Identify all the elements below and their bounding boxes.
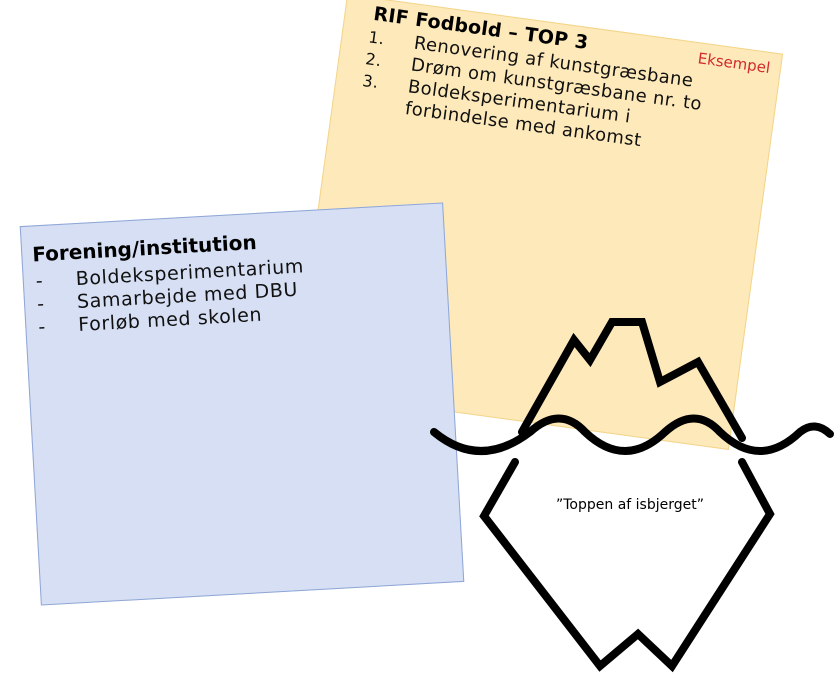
waterline-waves — [430, 414, 834, 455]
iceberg-caption: ”Toppen af isbjerget” — [556, 497, 704, 513]
iceberg-submerged — [479, 458, 775, 673]
iceberg-tip — [518, 318, 746, 442]
